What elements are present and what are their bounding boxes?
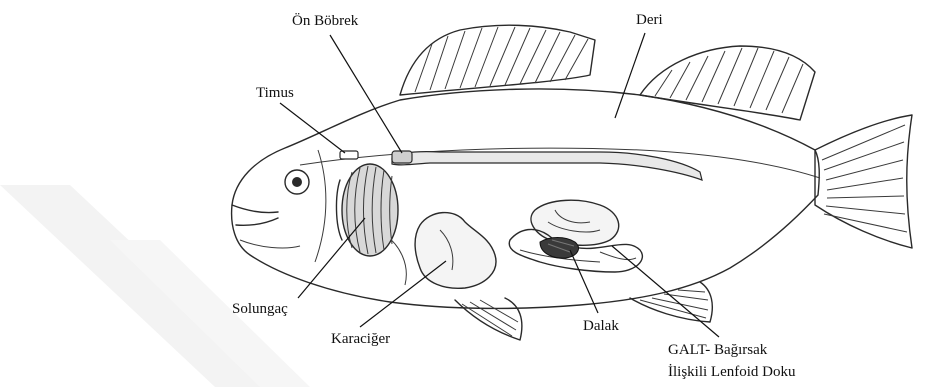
leader-on-bobrek bbox=[330, 35, 402, 153]
dorsal-fin-rear bbox=[640, 46, 815, 120]
leader-deri bbox=[615, 33, 645, 118]
dorsal-fin-front bbox=[400, 25, 595, 95]
caudal-fin bbox=[815, 115, 912, 248]
kidney-organ bbox=[392, 151, 702, 180]
leader-solungac bbox=[298, 218, 365, 298]
stomach-organ bbox=[531, 200, 619, 245]
label-timus: Timus bbox=[256, 85, 294, 101]
watermark-band bbox=[0, 185, 310, 387]
label-galt-line1: GALT- Bağırsak bbox=[668, 342, 768, 358]
label-dalak: Dalak bbox=[583, 318, 619, 334]
liver-organ bbox=[415, 213, 496, 289]
label-karaciger: Karaciğer bbox=[331, 331, 390, 347]
gills-organ bbox=[336, 164, 398, 256]
pelvic-fin bbox=[455, 298, 522, 340]
label-on-bobrek: Ön Böbrek bbox=[292, 12, 359, 29]
label-solungac: Solungaç bbox=[232, 301, 288, 317]
eye bbox=[285, 170, 309, 194]
thymus-organ bbox=[340, 151, 358, 159]
leader-karaciger bbox=[360, 261, 446, 327]
fish-body bbox=[232, 89, 820, 308]
anal-fin bbox=[630, 282, 712, 322]
label-deri: Deri bbox=[636, 12, 663, 28]
label-galt-line2: İlişkili Lenfoid Doku bbox=[668, 364, 796, 380]
leader-dalak bbox=[570, 250, 598, 313]
